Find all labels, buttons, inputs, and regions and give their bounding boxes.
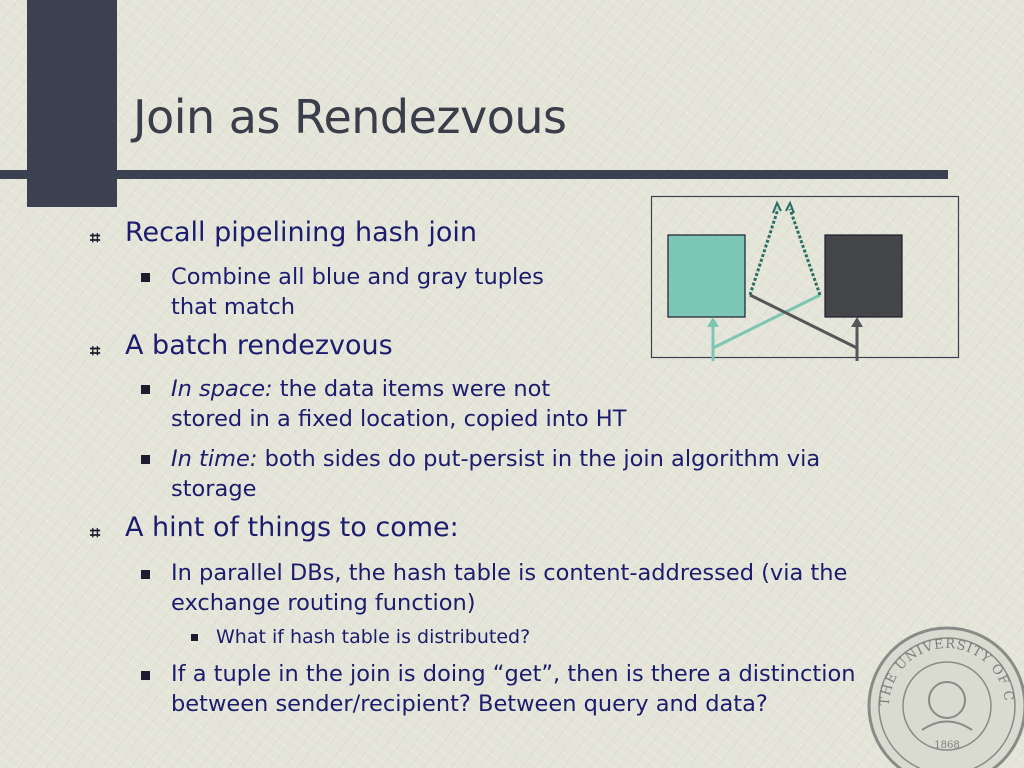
bullet-1-sub-1-line-1: Combine all blue and gray tuples: [171, 264, 544, 290]
gray-hash-table: [824, 234, 903, 318]
square-bullet-icon: [141, 273, 150, 282]
square-bullet-icon: [191, 634, 198, 641]
bullet-2-sub-2-line-2: storage: [171, 476, 257, 502]
bullet-3: A hint of things to come:: [125, 512, 459, 543]
bullet-3-sub-1-line-2: exchange routing function): [171, 590, 476, 616]
bullet-3-sub-1-sub-1: What if hash table is distributed?: [216, 626, 531, 648]
gray-output-dashed: [788, 208, 822, 296]
gray-probe-line: [749, 293, 858, 350]
university-seal-logo: THE UNIVERSITY OF CALIFORNIA 1868: [862, 618, 1024, 768]
bullet-hash-icon: ⌗: [90, 228, 101, 249]
bullet-2-sub-2-line-1: In time: both sides do put-persist in th…: [171, 444, 820, 474]
bullet-3-sub-2-line-1: If a tuple in the join is doing “get”, t…: [171, 661, 856, 687]
seal-year: 1868: [934, 740, 959, 751]
bullet-2-sub-1-line-2: stored in a fixed location, copied into …: [171, 406, 627, 432]
bullet-3-sub-1-line-1: In parallel DBs, the hash table is conte…: [171, 560, 848, 586]
bullet-1: Recall pipelining hash join: [125, 217, 478, 248]
square-bullet-icon: [141, 671, 150, 680]
diagram-frame: [650, 195, 960, 359]
blue-output-dashed: [748, 208, 780, 296]
in-time-text: both sides do put-persist in the join al…: [257, 446, 821, 472]
square-bullet-icon: [141, 570, 150, 579]
bullet-hash-icon: ⌗: [90, 523, 101, 544]
blue-hash-table: [667, 234, 746, 318]
hash-join-diagram: [650, 195, 960, 361]
square-bullet-icon: [141, 385, 150, 394]
bullet-1-sub-1-line-2: that match: [171, 294, 296, 320]
bullet-2-sub-1-line-1: In space: the data items were not: [171, 374, 550, 404]
blue-probe-line: [712, 293, 821, 350]
square-bullet-icon: [141, 455, 150, 464]
bullet-hash-icon: ⌗: [90, 341, 101, 362]
in-space-text: the data items were not: [272, 376, 551, 402]
in-time-label: In time:: [171, 446, 258, 472]
slide-title: Join as Rendezvous: [133, 90, 567, 144]
bullet-2: A batch rendezvous: [125, 330, 393, 361]
bullet-3-sub-2-line-2: between sender/recipient? Between query …: [171, 691, 768, 717]
in-space-label: In space:: [171, 376, 273, 402]
title-rule: [0, 170, 948, 179]
